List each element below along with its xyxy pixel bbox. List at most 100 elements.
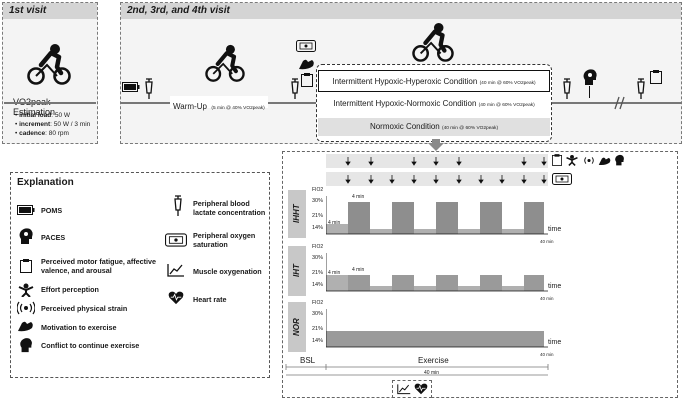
conflict-head-icon xyxy=(615,154,624,166)
bsl-label: BSL xyxy=(300,356,316,365)
poms-battery-icon xyxy=(122,82,140,92)
nor-tick-30: 30% xyxy=(312,311,324,317)
legend-physical-strain: Perceived physical strain xyxy=(41,304,128,313)
iht-hyp-duration: 4 min xyxy=(352,267,365,273)
clipboard-icon xyxy=(552,154,562,166)
physical-strain-icon xyxy=(17,301,35,315)
nor-tick-14: 14% xyxy=(312,338,324,344)
blood-lactate-icon xyxy=(145,78,153,99)
legend-muscle-oxygenation: Muscle oxygenation xyxy=(193,267,262,276)
protocol-chart-box xyxy=(282,151,678,398)
detail-key: initial load xyxy=(19,112,52,119)
detail-key: cadence xyxy=(19,130,46,137)
iht-panel-tag: IHT xyxy=(292,264,301,278)
clipboard-icon xyxy=(301,73,313,87)
condition-iht: Intermittent Hypoxic-Normoxic Condition … xyxy=(318,96,550,112)
ihht-panel-bg xyxy=(288,190,306,238)
ihht-panel-tag: IHHT xyxy=(292,204,301,224)
condition-ihht: Intermittent Hypoxic-Hyperoxic Condition… xyxy=(318,70,550,92)
oximeter-icon xyxy=(165,233,187,247)
legend-paces: PACES xyxy=(41,233,66,242)
detail-initial-load: • initial load: 50 W xyxy=(15,112,71,119)
cyclist-icon xyxy=(205,44,245,82)
arrow-row-2 xyxy=(326,172,548,186)
iht-tick-14: 14% xyxy=(312,282,324,288)
second-visits-header: 2nd, 3rd, and 4th visit xyxy=(121,3,681,19)
clipboard-icon xyxy=(20,259,32,273)
warmup-label: Warm-Up (5 min @ 40% VO2peak) xyxy=(170,96,268,111)
poms-battery-icon xyxy=(17,205,35,215)
arrow-row-1 xyxy=(326,154,548,168)
second-visits-header-text: 2nd, 3rd, and 4th visit xyxy=(127,5,230,16)
measurement-arrows xyxy=(345,157,547,184)
paces-head-icon xyxy=(19,228,33,244)
first-visit-header: 1st visit xyxy=(3,3,97,19)
explanation-box: Explanation POMS PACES Perceived motor f… xyxy=(10,172,270,378)
nor-fio2-profile xyxy=(326,309,548,348)
physical-strain-icon xyxy=(584,157,594,164)
condition-detail: (40 min @ 60% VO2peak) xyxy=(478,103,535,108)
visit1-details: • initial load: 50 W • increment: 50 W /… xyxy=(15,111,97,138)
warmup-text: Warm-Up xyxy=(173,102,207,111)
oximeter-icon xyxy=(552,173,572,185)
detail-increment: • increment: 50 W / 3 min xyxy=(15,121,91,128)
nor-x-label: time xyxy=(548,339,562,346)
paces-down-arrow xyxy=(589,86,590,98)
detail-value: : 50 W / 3 min xyxy=(50,121,91,128)
detail-value: : 80 rpm xyxy=(45,130,69,137)
blood-lactate-icon xyxy=(174,195,182,216)
iht-bsl-duration: 4 min xyxy=(328,270,341,276)
condition-detail-arrow xyxy=(428,139,444,151)
ihht-tick-14: 14% xyxy=(312,225,324,231)
ihht-bsl-duration: 4 min xyxy=(328,220,341,226)
condition-name: Normoxic Condition xyxy=(369,122,440,131)
iht-fio2-profile xyxy=(326,253,548,292)
legend-effort-perception: Effort perception xyxy=(41,285,99,294)
clipboard-icon xyxy=(650,70,662,84)
muscle-oxygenation-icon xyxy=(167,264,184,277)
effort-icon xyxy=(18,283,34,297)
legend-poms: POMS xyxy=(41,206,63,215)
effort-icon xyxy=(566,154,578,166)
blood-lactate-icon xyxy=(563,78,571,99)
legend-conflict: Conflict to continue exercise xyxy=(41,341,140,350)
first-visit-header-text: 1st visit xyxy=(9,5,47,16)
cyclist-icon xyxy=(27,44,71,85)
iht-tick-21: 21% xyxy=(312,270,324,276)
blood-lactate-icon xyxy=(637,78,645,99)
timeline-break-icon xyxy=(614,96,625,110)
iht-tick-30: 30% xyxy=(312,255,324,261)
nor-panel-bg xyxy=(288,302,306,352)
ihht-x-label: time xyxy=(548,226,562,233)
detail-cadence: • cadence: 80 rpm xyxy=(15,130,69,137)
ihht-end-label: 40 min xyxy=(540,239,554,244)
legend-oxygen-saturation: Peripheral oxygen saturation xyxy=(193,231,256,249)
condition-nor: Normoxic Condition (40 min @ 60% VO2peak… xyxy=(318,118,550,136)
iht-end-label: 40 min xyxy=(540,296,554,301)
exercise-label: Exercise xyxy=(418,356,449,365)
oximeter-icon xyxy=(296,40,316,52)
ihht-tick-30: 30% xyxy=(312,198,324,204)
warmup-detail: (5 min @ 40% VO2peak) xyxy=(211,106,265,111)
motivation-arm-icon xyxy=(18,321,33,332)
cyclist-icon xyxy=(412,22,454,62)
nor-tick-21: 21% xyxy=(312,326,324,332)
condition-name: Intermittent Hypoxic-Normoxic Condition xyxy=(333,99,477,108)
conflict-head-icon xyxy=(20,338,32,353)
blood-lactate-icon xyxy=(291,78,299,99)
ihht-y-label: FIO2 xyxy=(312,187,324,193)
legend-heart-rate: Heart rate xyxy=(193,295,227,304)
nor-panel-tag: NOR xyxy=(292,318,301,336)
total-duration-label: 40 min xyxy=(424,370,440,376)
detail-key: increment xyxy=(19,121,51,128)
iht-panel-bg xyxy=(288,246,306,296)
condition-name: Intermittent Hypoxic-Hyperoxic Condition xyxy=(332,77,478,86)
condition-detail: (40 min @ 60% VO2peak) xyxy=(479,81,536,86)
legend-perceived-fatigue: Perceived motor fatigue, affective valen… xyxy=(41,257,157,275)
ihht-fio2-profile xyxy=(326,196,548,235)
iht-y-label: FIO2 xyxy=(312,244,324,250)
ihht-tick-21: 21% xyxy=(312,213,324,219)
detail-value: : 50 W xyxy=(51,112,71,119)
visit1-timeline xyxy=(4,102,96,104)
motivation-arm-icon xyxy=(598,157,611,166)
